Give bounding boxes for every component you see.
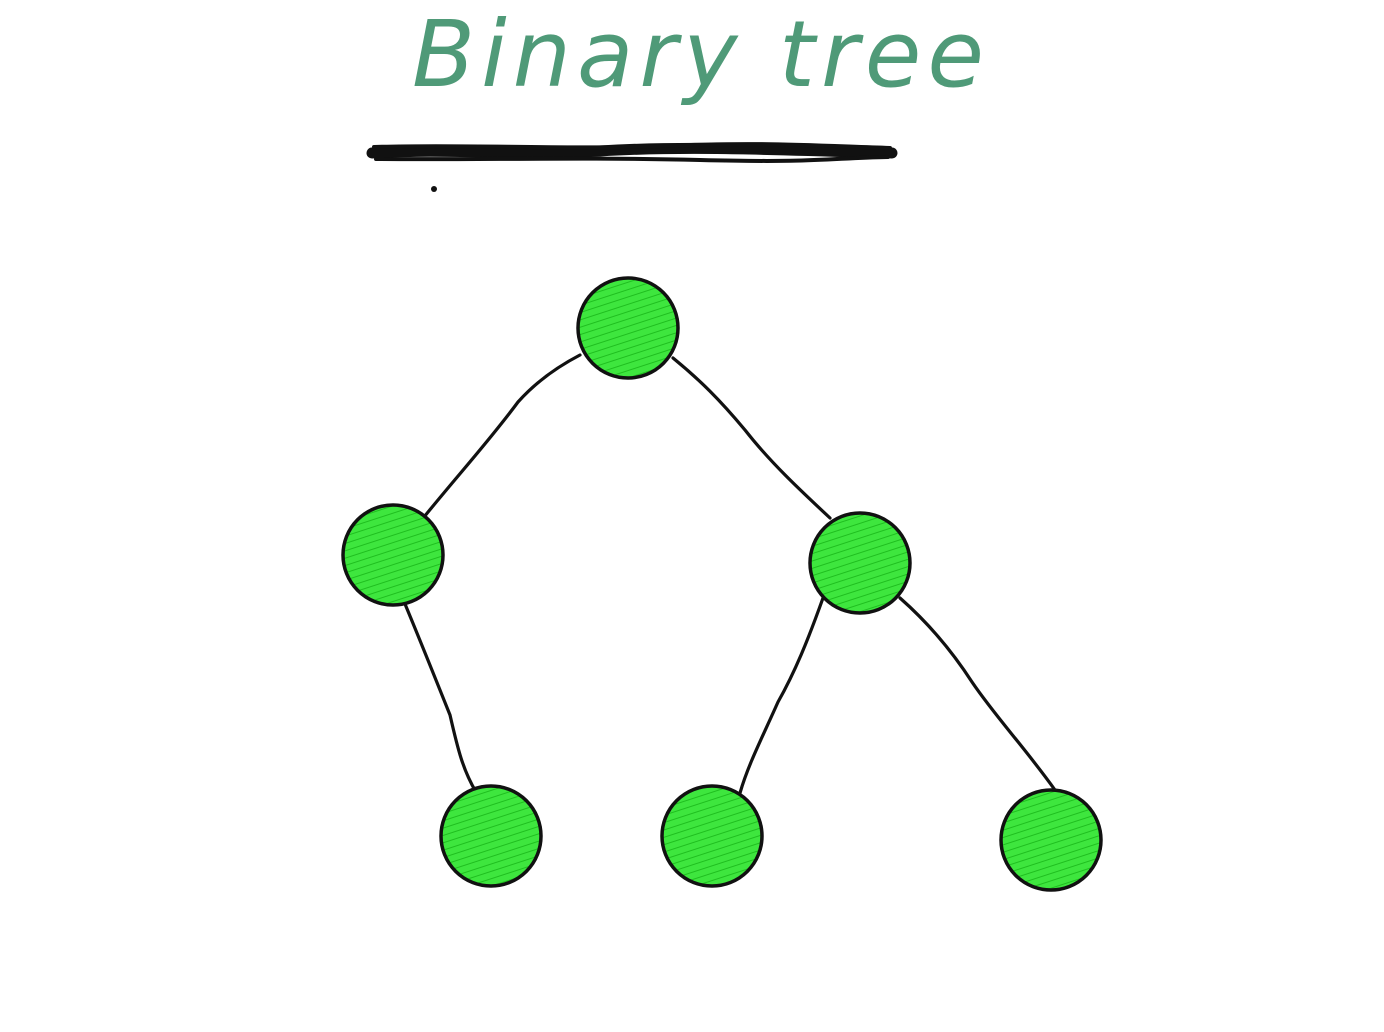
edge-root-left xyxy=(422,353,582,519)
tree-nodes xyxy=(341,276,1103,892)
tree-node-root xyxy=(576,276,680,380)
tree-node-right xyxy=(808,511,912,615)
edge-left-leaf xyxy=(403,602,478,794)
tree-node-right-left-leaf xyxy=(660,784,764,888)
tree-edges xyxy=(403,353,1057,795)
edge-root-right xyxy=(671,356,832,520)
title-underline xyxy=(366,142,898,163)
diagram-title: Binary tree xyxy=(412,1,990,108)
ink-dot xyxy=(431,186,437,192)
edge-right-left-leaf xyxy=(738,596,825,795)
tree-node-left xyxy=(341,503,445,607)
tree-node-left-right-leaf xyxy=(439,784,543,888)
tree-node-right-right-leaf xyxy=(999,788,1103,892)
edge-right-right-leaf xyxy=(898,596,1057,792)
